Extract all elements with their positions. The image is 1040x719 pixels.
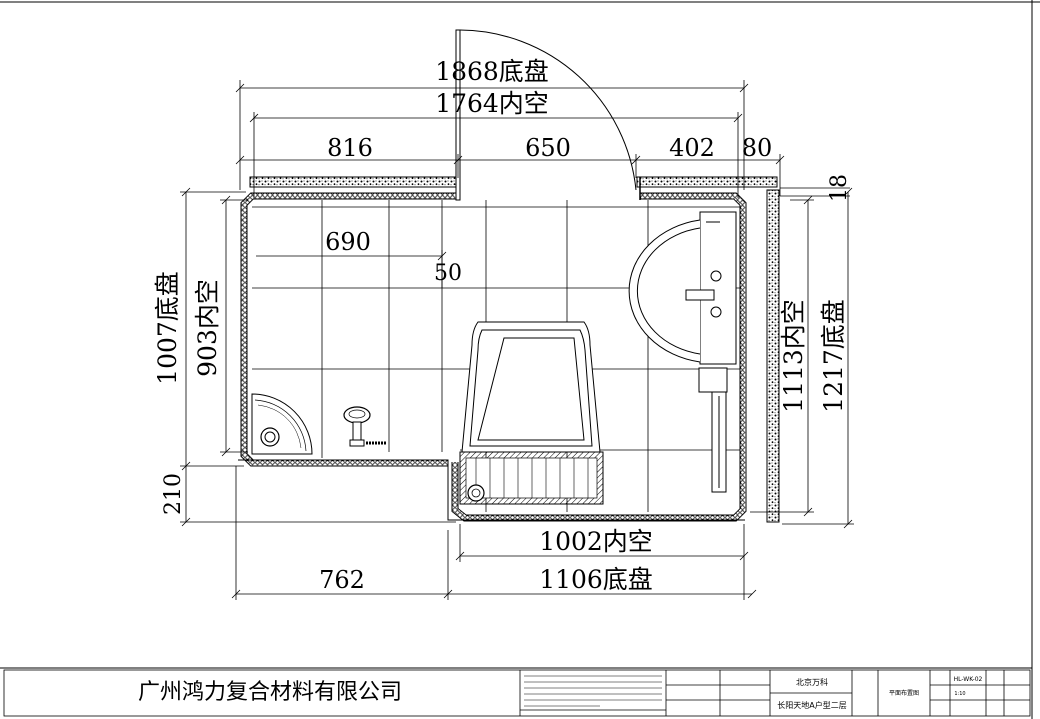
dim-816: 816: [327, 134, 373, 162]
dimension-labels: 1868底盘 1764内空 816 650 402 80 18 690 50 1…: [153, 57, 852, 594]
drawing-name: 平面布置图: [889, 689, 919, 697]
dim-bottom-base-tray: 1106底盘: [539, 565, 653, 594]
dim-402: 402: [669, 134, 715, 162]
floor-drain-fixture: [343, 406, 386, 447]
dim-left-inner: 903内空: [193, 279, 222, 377]
project-name: 长阳天地A户型二层: [777, 700, 846, 710]
wall-panels: [238, 176, 780, 523]
client-name: 北京万科: [796, 677, 828, 687]
title-block: [3, 669, 1031, 717]
dim-18: 18: [827, 174, 852, 202]
drawing-number: HL-WK-02: [954, 676, 983, 683]
dim-762: 762: [319, 566, 365, 594]
dim-right-inner: 1113内空: [779, 299, 808, 413]
dimension-lines: [180, 80, 854, 600]
dim-80: 80: [742, 134, 773, 162]
dim-base-tray-width: 1868底盘: [435, 57, 549, 86]
dim-690: 690: [325, 228, 371, 256]
company-name: 广州鸿力复合材料有限公司: [138, 680, 402, 705]
wall-grab-bar: [698, 367, 728, 493]
dim-210: 210: [161, 473, 186, 515]
dim-50: 50: [434, 261, 462, 286]
dim-bottom-inner: 1002内空: [539, 527, 653, 556]
shower-corner-shelf: [251, 393, 313, 455]
washbasin: [628, 211, 737, 365]
dim-right-base-tray: 1217底盘: [819, 299, 848, 413]
dim-650: 650: [525, 134, 571, 162]
drawing-scale: 1:10: [954, 691, 965, 697]
title-block-notes: [524, 675, 662, 707]
toilet-seat: [461, 321, 601, 453]
dim-left-base-tray: 1007底盘: [153, 271, 182, 385]
door-swing: [455, 29, 637, 201]
dim-inner-width: 1764内空: [435, 89, 549, 118]
toilet-tank: [459, 451, 604, 505]
